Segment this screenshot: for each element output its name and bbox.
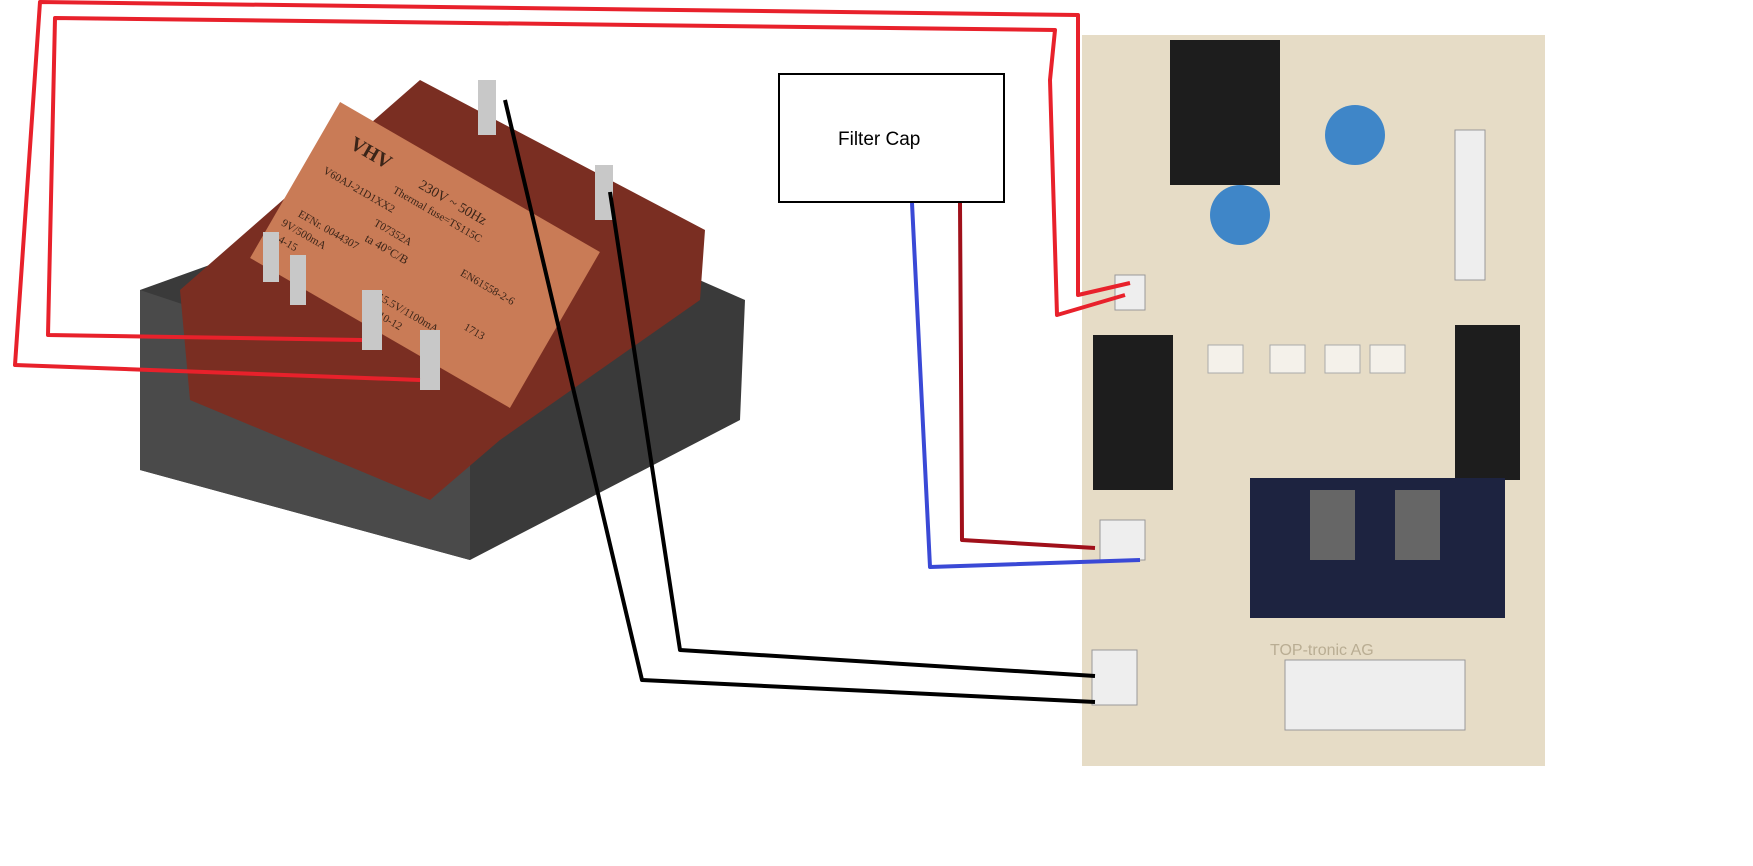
wires bbox=[13, 0, 1141, 704]
heatsink bbox=[1250, 478, 1505, 618]
filter-cap-label: Filter Cap bbox=[838, 129, 920, 150]
regulator bbox=[1395, 490, 1440, 560]
transformer: VHV 230V ~ 50Hz Thermal fuse=TS115C V60A… bbox=[140, 80, 745, 560]
relay bbox=[1093, 335, 1173, 490]
regulator bbox=[1310, 490, 1355, 560]
capacitor bbox=[1325, 105, 1385, 165]
blue-wire bbox=[910, 202, 1141, 569]
black-wire-2 bbox=[608, 191, 1096, 678]
red-wire-outer bbox=[13, 0, 1131, 382]
connectors bbox=[1091, 129, 1486, 731]
relay bbox=[1455, 325, 1520, 480]
black-wire-1 bbox=[503, 99, 1096, 704]
transformer-label-plate: VHV 230V ~ 50Hz Thermal fuse=TS115C V60A… bbox=[250, 102, 600, 408]
transformer-terminals bbox=[263, 80, 613, 390]
filter-cap-box: Filter Cap bbox=[778, 73, 1005, 203]
darkred-wire bbox=[958, 202, 1096, 550]
capacitor bbox=[1210, 185, 1270, 245]
optocouplers bbox=[1207, 344, 1406, 374]
red-wire-inner bbox=[46, 16, 1126, 342]
pcb-manufacturer-text: TOP-tronic AG bbox=[1270, 642, 1374, 659]
transformer-relay bbox=[1170, 40, 1280, 185]
control-board: TOP-tronic AG bbox=[1082, 35, 1545, 766]
